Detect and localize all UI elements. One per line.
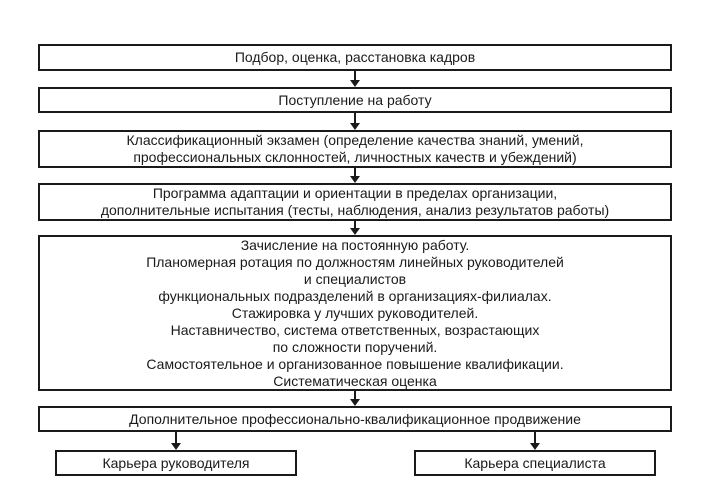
box-exam: Классификационный экзамен (определение к… bbox=[38, 130, 672, 168]
box-selection: Подбор, оценка, расстановка кадров bbox=[38, 44, 672, 71]
box-specialist-career-text: Карьера специалиста bbox=[464, 454, 606, 471]
box-selection-text: Подбор, оценка, расстановка кадров bbox=[234, 49, 476, 65]
box-enrollment-line-3: и специалистов bbox=[303, 270, 407, 287]
arrow-enrollment-to-promotion bbox=[350, 391, 360, 406]
arrow-promotion-to-manager-career bbox=[171, 432, 181, 450]
arrow-exam-to-adaptation bbox=[350, 168, 360, 183]
box-enrollment-line-1: Зачисление на постоянную работу. bbox=[240, 236, 470, 253]
box-enrollment-line-6: Наставничество, система ответственных, в… bbox=[170, 321, 540, 338]
box-exam-line-1: Классификационный экзамен (определение к… bbox=[126, 132, 584, 148]
box-specialist-career: Карьера специалиста bbox=[414, 450, 656, 476]
box-adaptation: Программа адаптации и ориентации в преде… bbox=[38, 183, 672, 221]
box-exam-line-2: профессиональных склонностей, личностных… bbox=[133, 149, 577, 165]
box-manager-career: Карьера руководителя bbox=[55, 450, 297, 476]
box-enrollment-line-8: Самостоятельное и организованное повышен… bbox=[146, 355, 564, 372]
box-enrollment-line-7: по сложности поручений. bbox=[272, 338, 438, 355]
arrow-adaptation-to-enrollment bbox=[350, 221, 360, 235]
box-enrollment-line-2: Планомерная ротация по должностям линейн… bbox=[146, 253, 564, 270]
arrow-selection-to-hiring bbox=[350, 71, 360, 87]
box-adaptation-line-2: дополнительные испытания (тесты, наблюде… bbox=[100, 202, 610, 218]
box-adaptation-line-1: Программа адаптации и ориентации в преде… bbox=[152, 185, 558, 201]
box-promotion: Дополнительное профессионально-квалифика… bbox=[38, 406, 672, 432]
box-manager-career-text: Карьера руководителя bbox=[102, 454, 250, 471]
box-enrollment-line-4: функциональных подразделений в организац… bbox=[158, 287, 552, 304]
arrow-hiring-to-exam bbox=[350, 113, 360, 130]
box-enrollment-line-5: Стажировка у лучших руководителей. bbox=[231, 304, 479, 321]
box-hiring: Поступление на работу bbox=[38, 87, 672, 113]
box-enrollment-line-9: Систематическая оценка bbox=[273, 372, 437, 389]
box-promotion-text: Дополнительное профессионально-квалифика… bbox=[129, 410, 581, 427]
box-enrollment: Зачисление на постоянную работу. Планоме… bbox=[38, 235, 672, 391]
arrow-promotion-to-specialist-career bbox=[530, 432, 540, 450]
box-hiring-text: Поступление на работу bbox=[278, 91, 432, 108]
